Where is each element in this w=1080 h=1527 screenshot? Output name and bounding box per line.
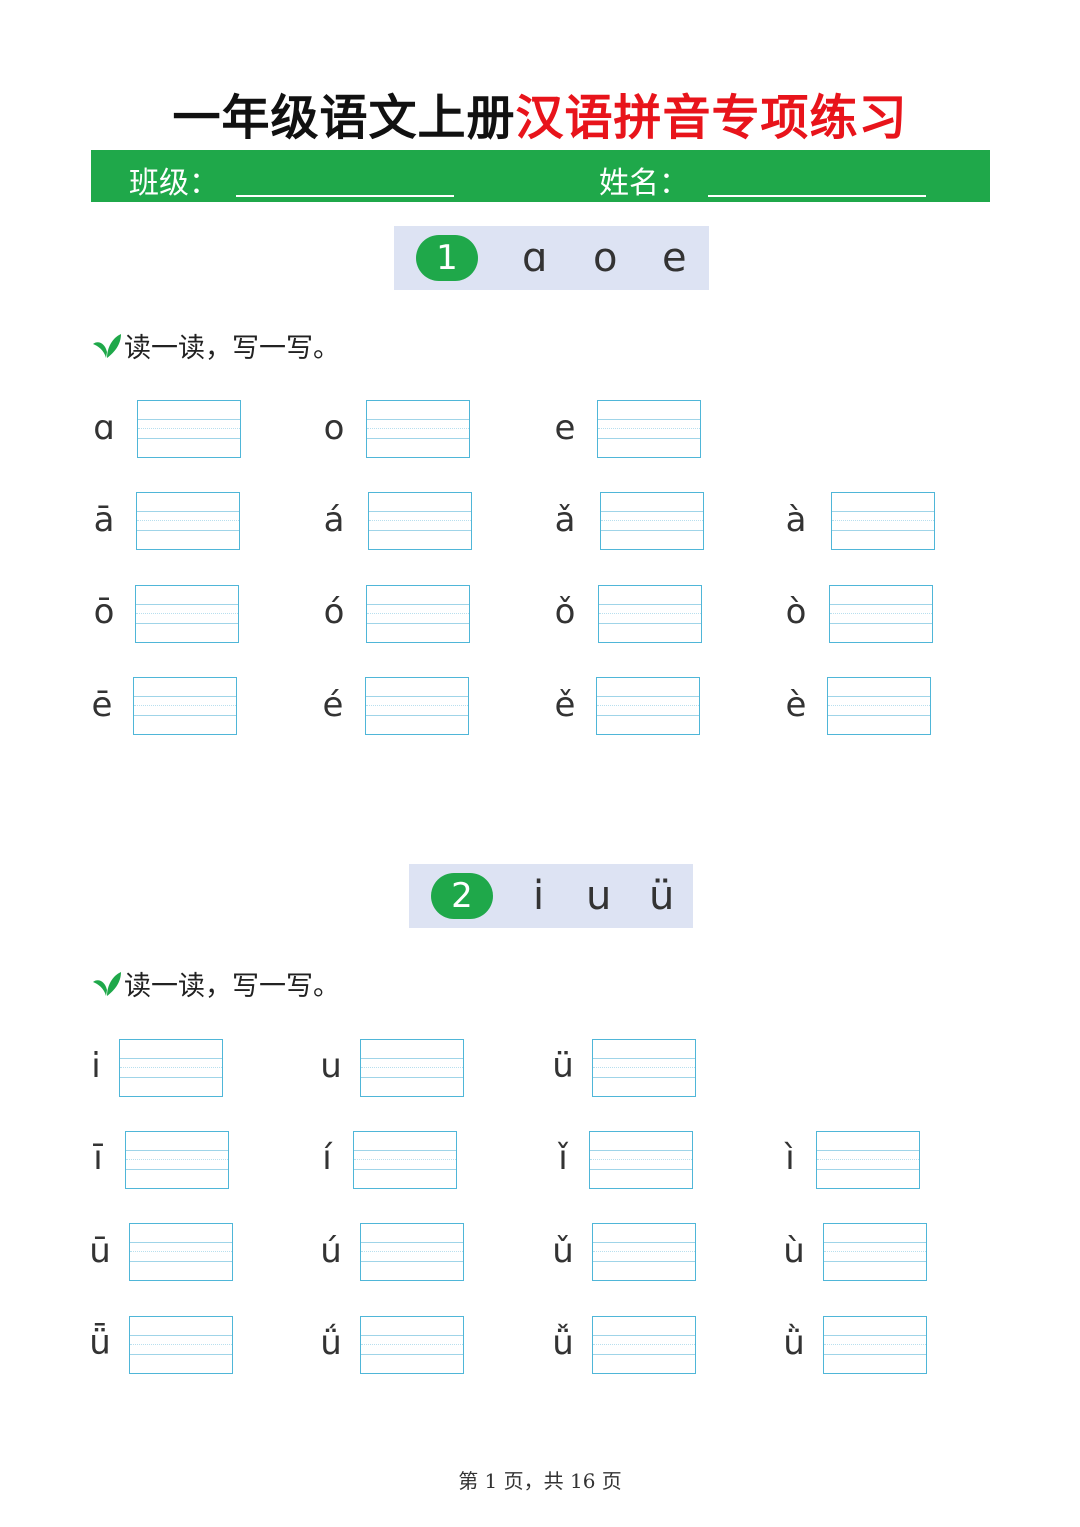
section-2-number: 2 [431, 873, 493, 919]
section-1-letter: o [593, 235, 618, 281]
writing-box[interactable] [596, 677, 700, 735]
writing-box[interactable] [125, 1131, 229, 1189]
class-label: 班级： [129, 166, 219, 201]
writing-box[interactable] [831, 492, 935, 550]
student-info-bar: 班级： 姓名： [91, 150, 990, 202]
writing-box[interactable] [360, 1316, 464, 1374]
pinyin-letter: ǔ [552, 1231, 574, 1271]
section-2-letter: i [533, 873, 545, 919]
writing-box[interactable] [366, 585, 470, 643]
pinyin-letter: ī [93, 1138, 103, 1178]
section-1-header: 1 ɑ o e [394, 226, 709, 290]
writing-box[interactable] [592, 1316, 696, 1374]
pinyin-letter: ǚ [552, 1323, 574, 1363]
title-topic: 汉语拼音专项练习 [515, 90, 908, 146]
name-label: 姓名： [599, 166, 689, 201]
pinyin-letter: u [320, 1046, 342, 1086]
leaf-icon [93, 972, 121, 996]
pinyin-letter: í [322, 1138, 332, 1178]
pinyin-letter: ǐ [558, 1138, 568, 1178]
section-2-letter: ü [649, 873, 675, 919]
writing-box[interactable] [360, 1223, 464, 1281]
pinyin-letter: ó [323, 592, 345, 632]
section-2-header: 2 i u ü [409, 864, 693, 928]
pinyin-letter: ǒ [554, 592, 576, 632]
writing-box[interactable] [592, 1039, 696, 1097]
pinyin-letter: ü [552, 1046, 574, 1086]
pinyin-letter: ō [93, 592, 115, 632]
leaf-icon [93, 334, 121, 358]
writing-box[interactable] [136, 492, 240, 550]
pinyin-letter: ǜ [783, 1323, 805, 1363]
writing-box[interactable] [592, 1223, 696, 1281]
pinyin-letter: ú [320, 1231, 342, 1271]
writing-box[interactable] [360, 1039, 464, 1097]
writing-box[interactable] [827, 677, 931, 735]
pinyin-letter: ǘ [320, 1323, 342, 1363]
pinyin-letter: ò [785, 592, 807, 632]
writing-box[interactable] [823, 1223, 927, 1281]
pinyin-letter: ē [91, 685, 113, 725]
pinyin-letter: e [554, 408, 576, 448]
title-grade: 一年级语文上册 [172, 90, 516, 146]
writing-box[interactable] [119, 1039, 223, 1097]
pinyin-letter: ǖ [89, 1323, 111, 1363]
writing-box[interactable] [366, 400, 470, 458]
writing-box[interactable] [368, 492, 472, 550]
page-title: 一年级语文上册汉语拼音专项练习 [0, 78, 1080, 148]
writing-box[interactable] [829, 585, 933, 643]
pinyin-letter: ɑ [93, 408, 115, 448]
writing-box[interactable] [589, 1131, 693, 1189]
pinyin-letter: á [323, 500, 345, 540]
pinyin-letter: ě [554, 685, 576, 725]
pinyin-letter: ǎ [554, 500, 576, 540]
writing-box[interactable] [816, 1131, 920, 1189]
writing-box[interactable] [598, 585, 702, 643]
class-field[interactable] [236, 195, 454, 197]
writing-box[interactable] [133, 677, 237, 735]
section-1-letter: e [662, 235, 687, 281]
pinyin-letter: ì [785, 1138, 795, 1178]
pinyin-letter: ù [783, 1231, 805, 1271]
pinyin-letter: é [322, 685, 344, 725]
section-1-letter: ɑ [522, 235, 548, 281]
pinyin-letter: ū [89, 1231, 111, 1271]
section-2-letter: u [586, 873, 612, 919]
writing-box[interactable] [137, 400, 241, 458]
page-footer: 第 1 页，共 16 页 [458, 1469, 622, 1493]
section-1-number: 1 [416, 235, 478, 281]
writing-box[interactable] [353, 1131, 457, 1189]
name-field[interactable] [708, 195, 926, 197]
writing-box[interactable] [823, 1316, 927, 1374]
pinyin-letter: è [785, 685, 807, 725]
pinyin-letter: à [785, 500, 807, 540]
writing-box[interactable] [597, 400, 701, 458]
writing-box[interactable] [135, 585, 239, 643]
pinyin-letter: i [91, 1046, 101, 1086]
writing-box[interactable] [365, 677, 469, 735]
writing-box[interactable] [600, 492, 704, 550]
writing-box[interactable] [129, 1316, 233, 1374]
pinyin-letter: ā [93, 500, 115, 540]
writing-box[interactable] [129, 1223, 233, 1281]
pinyin-letter: o [323, 408, 345, 448]
